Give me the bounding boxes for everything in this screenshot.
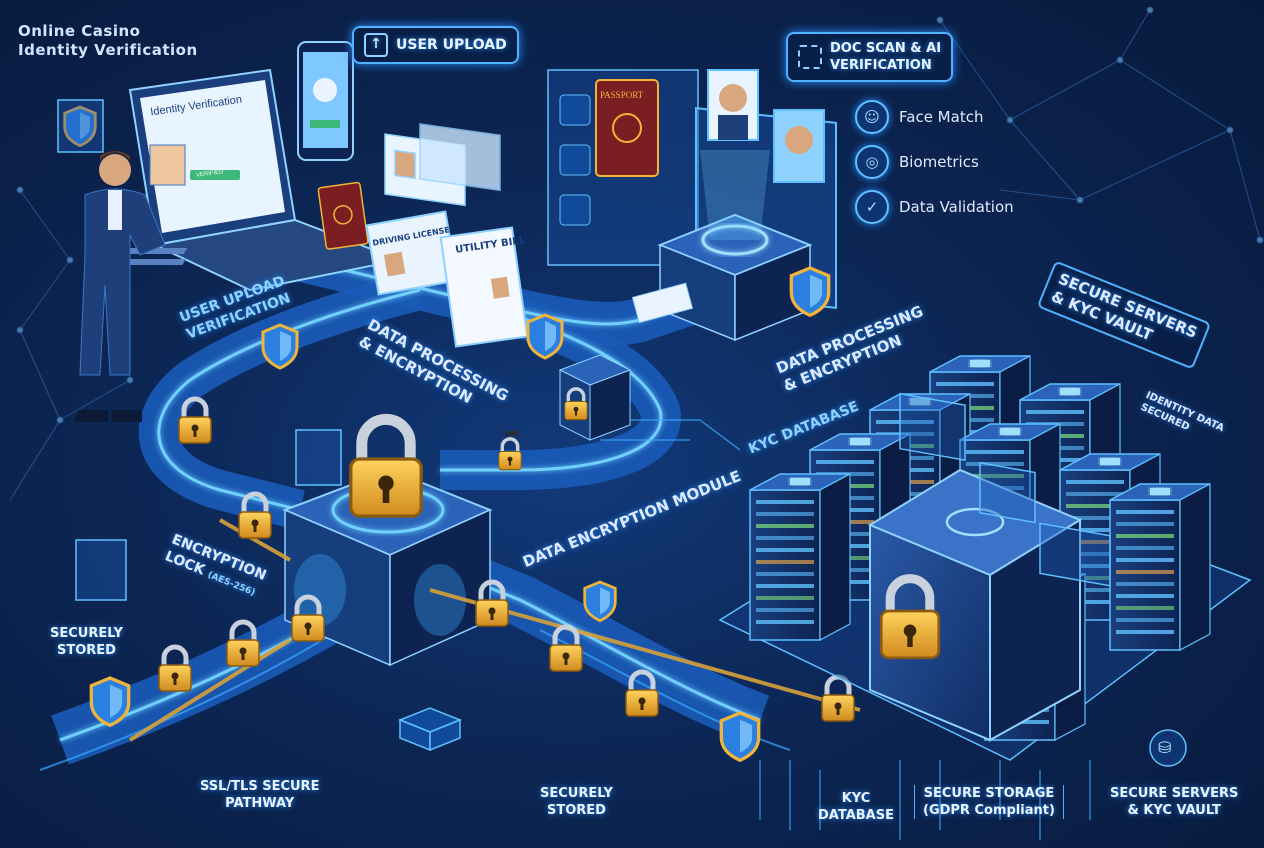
securely-stored-mid-line2: STORED bbox=[546, 803, 606, 818]
feature-face-match-label: Face Match bbox=[899, 108, 984, 126]
doc-scan-line1: DOC SCAN & AI bbox=[830, 41, 942, 56]
ssl-line1: SSL/TLS SECURE bbox=[200, 779, 320, 794]
feature-data-validation-label: Data Validation bbox=[899, 198, 1014, 216]
doc-scan-callout: DOC SCAN & AI VERIFICATION bbox=[786, 32, 954, 82]
floating-panels bbox=[57, 99, 1111, 601]
upload-icon: ↑ bbox=[364, 33, 388, 57]
fingerprint-icon: ◎ bbox=[855, 145, 889, 179]
scanner-device bbox=[631, 150, 813, 342]
kyc-line2: DATABASE bbox=[818, 808, 894, 823]
feature-data-validation: ✓ Data Validation bbox=[855, 190, 1014, 224]
secure-storage-label: SECURE STORAGE (GDPR Compliant) bbox=[914, 785, 1064, 819]
feature-face-match: ☺ Face Match bbox=[855, 100, 983, 134]
servers-line1: SECURE SERVERS bbox=[1110, 786, 1239, 801]
chips bbox=[397, 707, 1187, 767]
secure-servers-bottom-label: SECURE SERVERS & KYC VAULT bbox=[1110, 785, 1238, 819]
shield-check-icon: ✓ bbox=[855, 190, 889, 224]
securely-stored-mid-label: SECURELY STORED bbox=[540, 785, 613, 819]
securely-stored-left-line1: SECURELY bbox=[50, 626, 123, 641]
documents-stack bbox=[365, 210, 529, 348]
vault bbox=[867, 468, 1083, 742]
servers-line2: & KYC VAULT bbox=[1127, 803, 1221, 818]
securely-stored-left-line2: STORED bbox=[56, 643, 116, 658]
network-lines bbox=[9, 6, 1264, 501]
feature-biometrics-label: Biometrics bbox=[899, 153, 979, 171]
securely-stored-left-label: SECURELY STORED bbox=[50, 625, 123, 659]
securely-stored-mid-line1: SECURELY bbox=[540, 786, 613, 801]
phone bbox=[297, 41, 354, 161]
passport-small bbox=[317, 181, 369, 250]
database-icon: ⛁ bbox=[1158, 738, 1172, 757]
kyc-line1: KYC bbox=[841, 791, 871, 806]
face-icon: ☺ bbox=[855, 100, 889, 134]
page-title: Online Casino Identity Verification bbox=[18, 22, 198, 60]
zip-label: UPL bbox=[505, 430, 521, 438]
doc-scan-line2: VERIFICATION bbox=[830, 58, 932, 73]
person bbox=[74, 151, 166, 422]
passport-label: PASSPORT bbox=[600, 90, 644, 100]
id-cards bbox=[384, 123, 501, 207]
storage-line2: (GDPR Compliant) bbox=[923, 803, 1055, 818]
data-cube bbox=[558, 354, 632, 441]
user-upload-callout: ↑ USER UPLOAD bbox=[352, 26, 519, 64]
storage-line1: SECURE STORAGE bbox=[923, 786, 1055, 801]
user-upload-label: USER UPLOAD bbox=[396, 37, 507, 53]
feature-biometrics: ◎ Biometrics bbox=[855, 145, 979, 179]
ssl-line2: PATHWAY bbox=[225, 796, 295, 811]
kyc-database-label: KYC DATABASE bbox=[818, 790, 894, 824]
page-title-line1: Online Casino bbox=[18, 22, 141, 40]
scan-icon bbox=[798, 45, 822, 69]
circuit-traces bbox=[600, 419, 1091, 840]
ssl-pathway-label: SSL/TLS SECURE PATHWAY bbox=[200, 778, 319, 812]
page-title-line2: Identity Verification bbox=[18, 41, 198, 59]
